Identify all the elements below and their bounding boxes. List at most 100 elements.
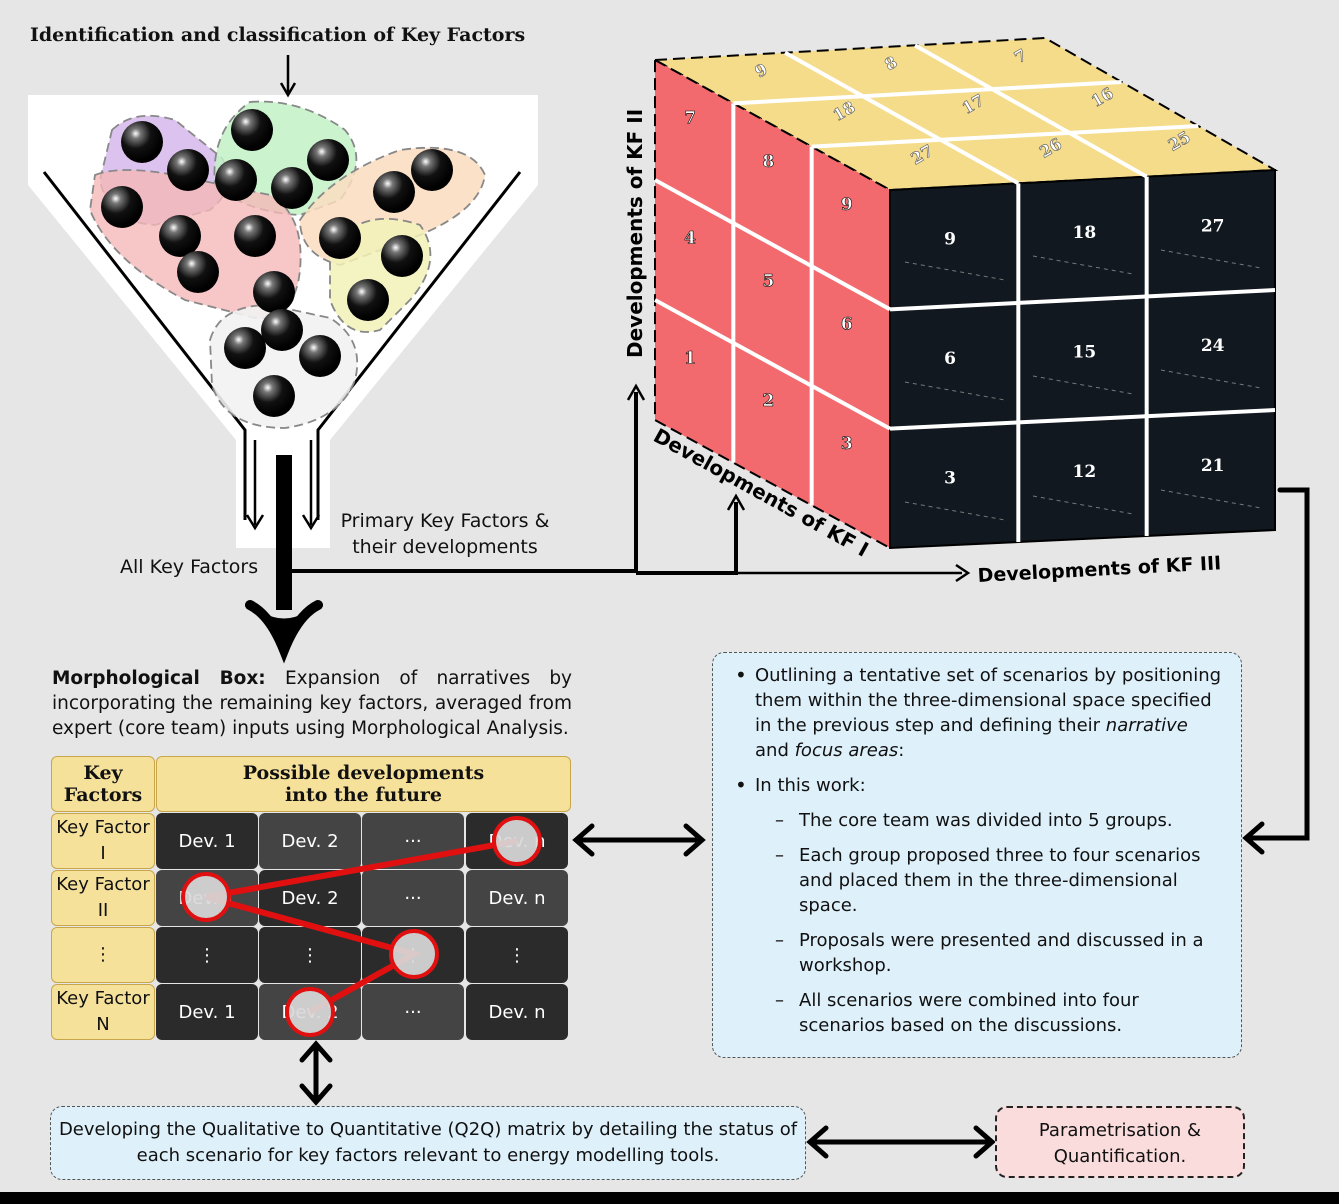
axis-label-kf2: Developments of KF II	[623, 109, 647, 358]
key-factor-ball	[253, 375, 295, 417]
axis-arrowheads	[626, 383, 971, 583]
cube-right-number: 12	[1073, 462, 1097, 482]
key-factor-ball	[253, 271, 295, 313]
cube-right-number: 18	[1073, 223, 1097, 243]
key-factor-ball	[121, 121, 163, 163]
key-factor-ball	[307, 139, 349, 181]
cube-to-scenarios-arrow	[1242, 487, 1310, 855]
cube-depth-line	[1160, 369, 1262, 389]
bullet-in-this-work: In this work:	[731, 773, 1227, 798]
param-text: Parametrisation & Quantification.	[1038, 1120, 1202, 1167]
key-factor-ball	[167, 149, 209, 191]
cube-depth-line	[904, 501, 1006, 521]
cube-front-number: 3	[841, 434, 853, 454]
development-cell: ⋮	[156, 927, 258, 983]
cube-right-number: 15	[1073, 343, 1097, 363]
development-cell: ···	[362, 870, 464, 926]
key-factor-ball	[319, 217, 361, 259]
cube-right-number: 27	[1201, 216, 1225, 236]
key-factor-ball	[234, 215, 276, 257]
selected-development-marker	[389, 929, 439, 979]
key-factor-ball	[101, 186, 143, 228]
development-cell: ···	[362, 984, 464, 1040]
selected-development-marker	[492, 816, 542, 866]
cube-front-number: 2	[763, 391, 775, 411]
key-factor-ball	[271, 167, 313, 209]
key-factor-ball	[231, 109, 273, 151]
cube-depth-line	[1160, 249, 1262, 269]
development-cell: Dev. 1	[156, 813, 258, 869]
cube-depth-line	[1032, 495, 1134, 515]
key-factor-ball	[224, 327, 266, 369]
key-factor-ball	[381, 235, 423, 277]
key-factor-label: ⋮	[51, 927, 155, 983]
cube-front-number: 9	[841, 195, 853, 215]
morph-description-text: Expansion of narratives by incorporating…	[52, 668, 573, 739]
scenario-outline-box: Outlining a tentative set of scenarios b…	[712, 652, 1242, 1058]
cube-top-gridline	[914, 43, 1148, 179]
funnel-thin-arrows	[245, 55, 321, 531]
key-factor-ball	[373, 171, 415, 213]
bullet-outline: Outlining a tentative set of scenarios b…	[731, 663, 1227, 763]
cube-front-gridline	[654, 298, 891, 431]
cube-front-number: 5	[763, 272, 775, 292]
cube-top-gridline	[811, 124, 1199, 149]
cube-right-number: 9	[944, 229, 956, 249]
bullet1-end: :	[898, 740, 905, 761]
key-factor-label: Key Factor N	[51, 984, 155, 1040]
key-factor-ball	[215, 159, 257, 201]
main-flow-arrow	[245, 455, 323, 664]
development-cell: Dev. 2	[259, 813, 361, 869]
selection-path	[205, 838, 518, 1015]
funnel-outline-left	[42, 171, 247, 520]
key-factor-ball	[177, 251, 219, 293]
cube-right-number: 3	[944, 468, 956, 488]
cube-depth-line	[1032, 255, 1134, 275]
q2q-text: Developing the Qualitative to Quantitati…	[58, 1119, 798, 1166]
bullet1-focus: focus areas	[794, 740, 899, 761]
cube-right-gridline	[889, 408, 1276, 431]
bullet1-and: and	[755, 740, 795, 761]
header-key-factors: Key Factors	[51, 756, 155, 812]
bottom-bar	[0, 1192, 1339, 1204]
cube-top-gridline	[784, 50, 1020, 186]
cube-depth-line	[904, 261, 1006, 281]
subitem: Proposals were presented and discussed i…	[731, 928, 1227, 978]
development-cell: Dev. n	[466, 870, 568, 926]
q2q-matrix-box: Developing the Qualitative to Quantitati…	[50, 1106, 806, 1180]
all-key-factors-label: All Key Factors	[120, 556, 259, 578]
cube-top-gridline	[733, 80, 1122, 106]
development-cell: Dev. 1	[156, 984, 258, 1040]
cube-right-gridline	[889, 288, 1276, 312]
cube-front-number: 6	[841, 315, 853, 335]
cube-depth-line	[904, 381, 1006, 401]
morph-q2q-arrow	[299, 1040, 333, 1106]
cube-front-number: 4	[684, 229, 696, 249]
selected-development-marker	[181, 872, 231, 922]
cube-front-number: 8	[763, 152, 775, 172]
cube-right-number: 24	[1201, 336, 1225, 356]
key-factor-ball	[347, 279, 389, 321]
key-factor-label: Key Factor I	[51, 813, 155, 869]
funnel-title: Identification and classification of Key…	[30, 24, 526, 46]
bullet2-text: In this work:	[755, 775, 866, 796]
development-cell: Dev. n	[466, 984, 568, 1040]
subitem: Each group proposed three to four scenar…	[731, 843, 1227, 918]
cube-front-number: 1	[684, 348, 696, 368]
subitem: The core team was divided into 5 groups.	[731, 808, 1227, 833]
morph-scenario-arrow	[572, 823, 706, 857]
bullet1-narrative: narrative	[1105, 715, 1188, 736]
selected-development-marker	[285, 987, 335, 1037]
cube-front-number: 7	[684, 109, 696, 129]
morph-title: Morphological Box:	[52, 668, 266, 689]
q2q-param-arrow	[806, 1125, 996, 1159]
primary-key-factors-label: Primary Key Factors & their developments	[340, 510, 550, 558]
parametrisation-box: Parametrisation & Quantification.	[995, 1106, 1245, 1178]
cube-front-gridline	[654, 178, 891, 312]
bullet1-text-a: Outlining a tentative set of scenarios b…	[755, 665, 1222, 736]
key-factor-ball	[261, 309, 303, 351]
cube-depth-line	[1160, 489, 1262, 509]
